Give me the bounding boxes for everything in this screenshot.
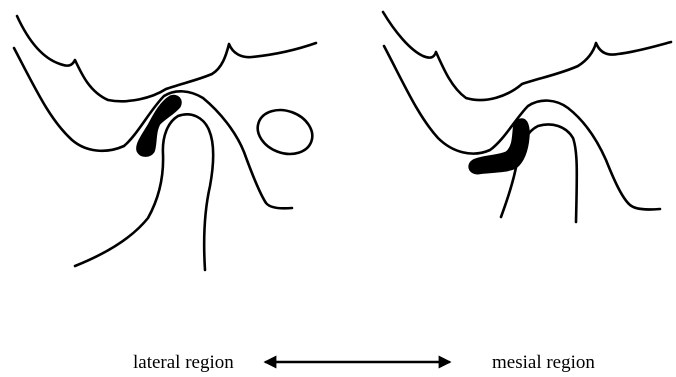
lateral-region-joint [14, 16, 318, 270]
lateral-articular-disc [137, 95, 182, 156]
mesial-region-caption: mesial region [492, 352, 595, 374]
mesial-skull-base-outline [383, 12, 671, 100]
mesial-articular-disc [469, 119, 529, 174]
lateral-ear-canal [252, 103, 319, 162]
mesial-region-joint [383, 12, 671, 222]
lateral-skull-base-outline [17, 16, 316, 101]
lateral-region-caption: lateral region [133, 352, 234, 374]
